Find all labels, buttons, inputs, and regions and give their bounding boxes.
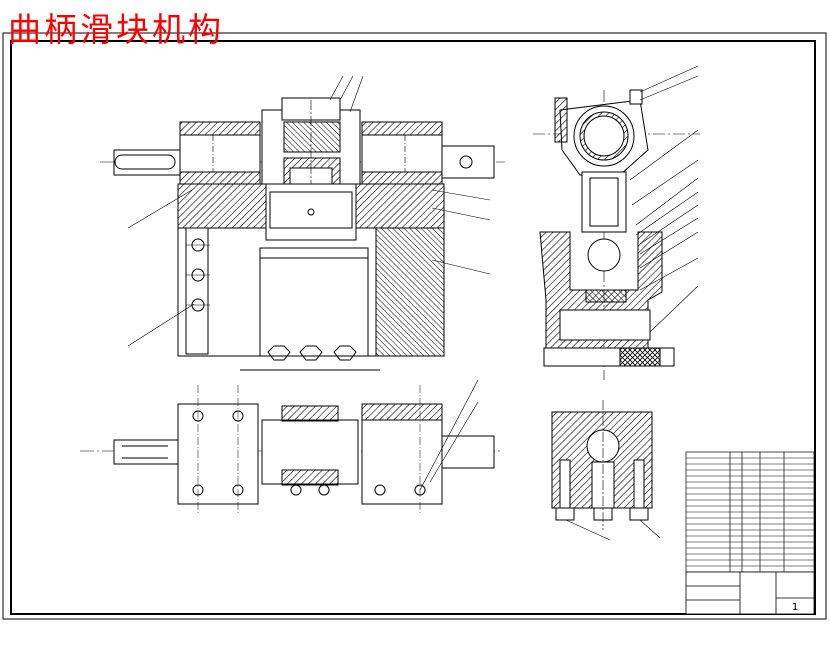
sheet-number: 1 [792, 602, 798, 613]
detail-section-view [551, 400, 661, 541]
right-shaft [441, 145, 495, 179]
left-shaft [113, 149, 181, 176]
outer-border [2, 32, 827, 620]
drawing-title: 曲柄滑块机构 [8, 10, 224, 49]
side-section-view [533, 65, 700, 380]
top-view [80, 379, 500, 515]
title-block [685, 571, 815, 615]
front-section-view [100, 75, 505, 371]
inner-border [10, 40, 816, 615]
